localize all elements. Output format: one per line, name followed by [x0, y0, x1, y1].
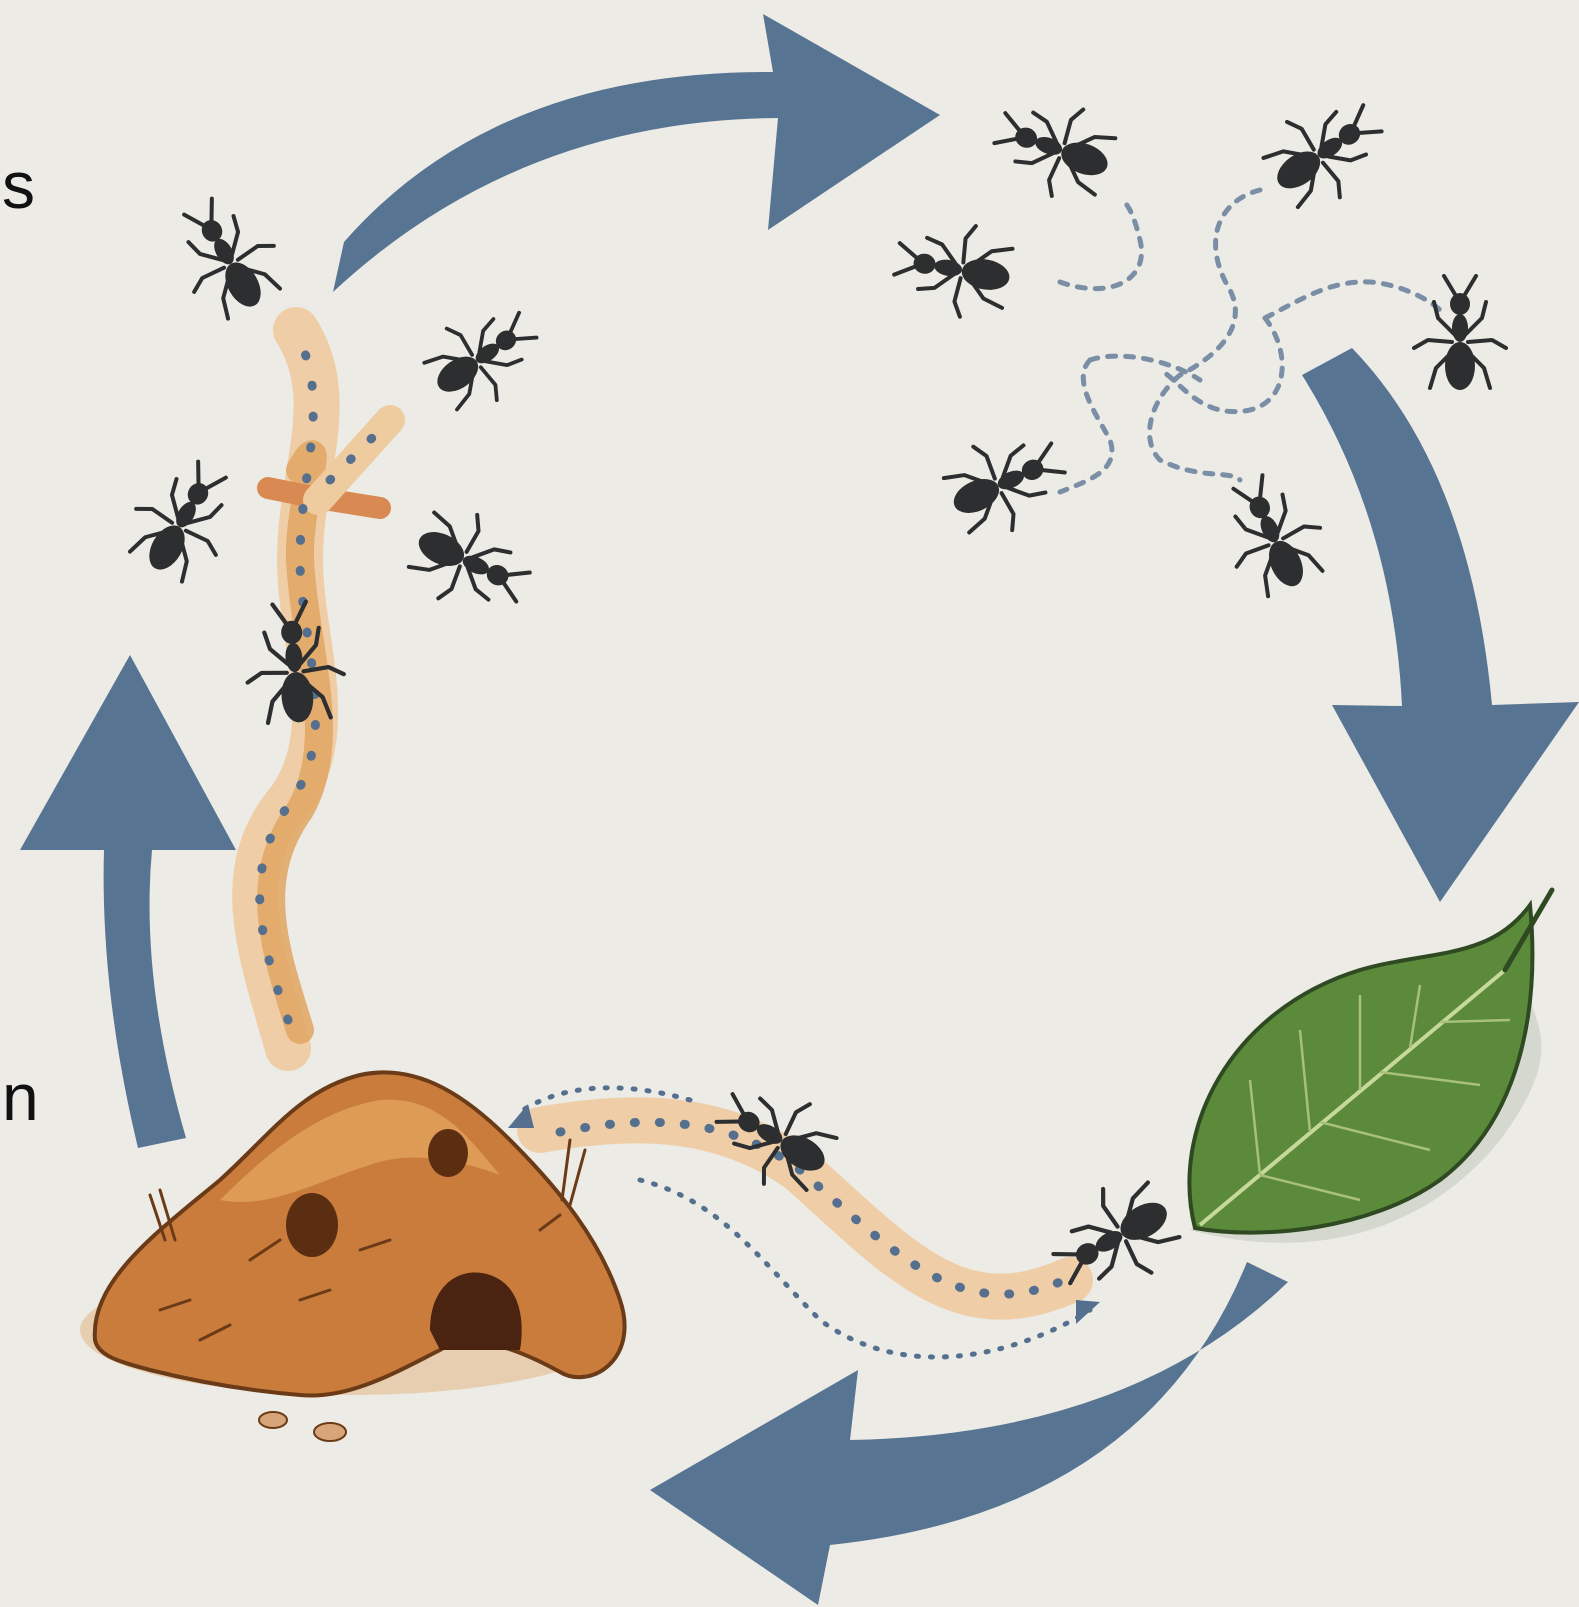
cycle-arrow-right	[1302, 348, 1579, 902]
cycle-arrow-top	[333, 14, 940, 292]
leaf-icon	[1189, 890, 1552, 1243]
edge-text-fragment: n	[2, 1064, 39, 1130]
pheromone-trail-icon	[255, 330, 390, 1048]
edge-text-fragment: s	[2, 152, 35, 218]
cycle-arrow-left	[20, 655, 236, 1148]
